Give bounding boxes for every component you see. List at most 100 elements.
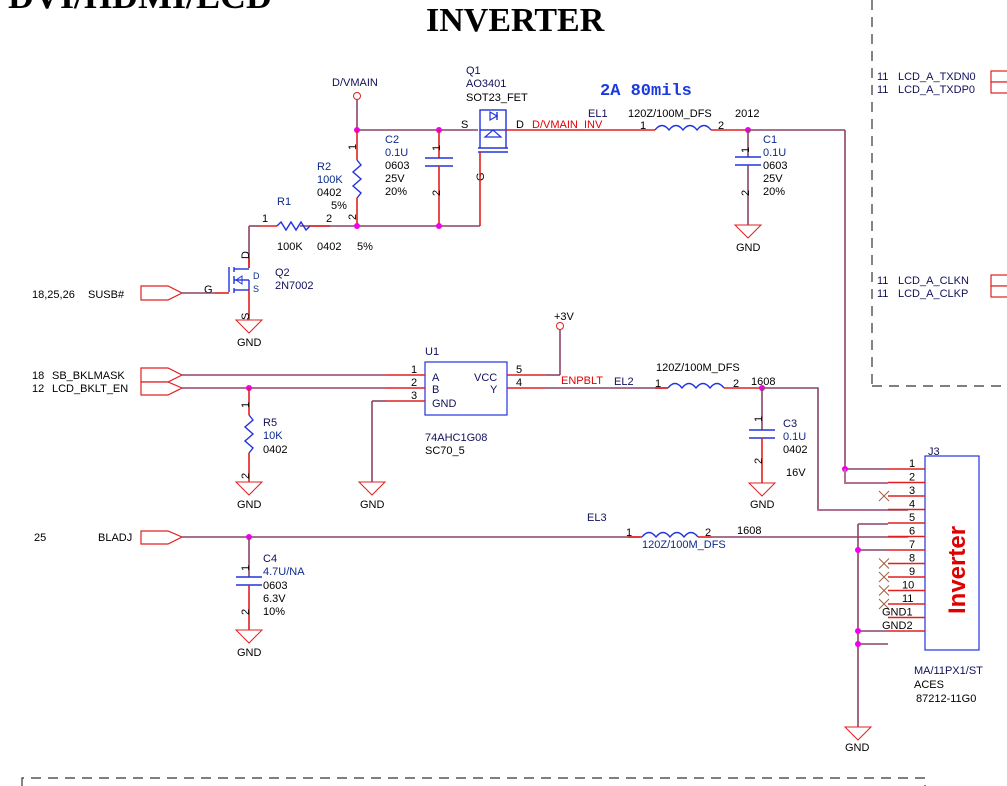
svg-text:GND: GND bbox=[237, 499, 262, 511]
svg-text:100K: 100K bbox=[317, 174, 343, 186]
svg-text:12: 12 bbox=[32, 383, 44, 395]
svg-text:1: 1 bbox=[626, 527, 632, 539]
wire bbox=[844, 469, 888, 484]
ferrite-el2: EL2 120Z/100M_DFS 1608 1 2 bbox=[614, 362, 775, 390]
svg-text:2012: 2012 bbox=[735, 108, 759, 120]
svg-text:4.7U/NA: 4.7U/NA bbox=[263, 566, 305, 578]
svg-text:2: 2 bbox=[705, 527, 711, 539]
junction bbox=[855, 641, 861, 647]
svg-text:Q2: Q2 bbox=[275, 267, 290, 279]
svg-text:J3: J3 bbox=[928, 446, 940, 458]
ground-symbol: GND bbox=[234, 481, 264, 511]
svg-text:LCD_BKLT_EN: LCD_BKLT_EN bbox=[52, 383, 128, 395]
j3-pin-number: 5 bbox=[909, 512, 915, 524]
svg-text:0603: 0603 bbox=[263, 580, 287, 592]
svg-text:2: 2 bbox=[740, 190, 752, 196]
svg-text:MA/11PX1/ST: MA/11PX1/ST bbox=[914, 665, 983, 677]
svg-text:G: G bbox=[204, 284, 213, 296]
svg-text:1: 1 bbox=[240, 565, 252, 571]
j3-pin-number: 6 bbox=[909, 526, 915, 538]
no-connect-mark bbox=[878, 585, 890, 596]
resistor-r2: 1 2 R2 100K 0402 5% bbox=[317, 130, 363, 226]
net-dvmain-inv: D/VMAIN_INV bbox=[532, 119, 603, 131]
junction bbox=[855, 547, 861, 553]
svg-text:20%: 20% bbox=[385, 186, 407, 198]
svg-text:10K: 10K bbox=[263, 430, 283, 442]
svg-text:SOT23_FET: SOT23_FET bbox=[466, 92, 528, 104]
svg-text:R2: R2 bbox=[317, 161, 331, 173]
svg-text:1: 1 bbox=[740, 147, 752, 153]
mosfet-q2: D D S S G Q2 2N7002 bbox=[204, 226, 314, 320]
svg-text:SB_BKLMASK: SB_BKLMASK bbox=[52, 370, 125, 382]
svg-text:C4: C4 bbox=[263, 553, 277, 565]
svg-text:10%: 10% bbox=[263, 606, 285, 618]
svg-text:20%: 20% bbox=[763, 186, 785, 198]
svg-text:1: 1 bbox=[753, 416, 765, 422]
j3-pin-number: 1 bbox=[909, 458, 915, 470]
mosfet-q1: Q1 AO3401 SOT23_FET S D G bbox=[461, 65, 540, 226]
svg-text:0402: 0402 bbox=[317, 241, 341, 253]
svg-text:LCD_A_TXDN0: LCD_A_TXDN0 bbox=[898, 71, 976, 83]
svg-text:2: 2 bbox=[326, 213, 332, 225]
svg-text:5%: 5% bbox=[357, 241, 373, 253]
svg-text:Y: Y bbox=[490, 384, 498, 396]
svg-text:C2: C2 bbox=[385, 134, 399, 146]
svg-text:1608: 1608 bbox=[751, 376, 775, 388]
svg-text:B: B bbox=[432, 384, 439, 396]
svg-text:2N7002: 2N7002 bbox=[275, 280, 314, 292]
no-connect-mark bbox=[878, 571, 890, 583]
svg-text:D: D bbox=[240, 251, 252, 259]
net-dvmain: D/VMAIN bbox=[332, 77, 378, 130]
junction bbox=[436, 223, 442, 229]
svg-text:R1: R1 bbox=[277, 196, 291, 208]
svg-text:AO3401: AO3401 bbox=[466, 78, 506, 90]
svg-text:25V: 25V bbox=[763, 173, 783, 185]
svg-text:0.1U: 0.1U bbox=[783, 431, 806, 443]
svg-text:LCD_A_CLKN: LCD_A_CLKN bbox=[898, 275, 969, 287]
capacitor-c1: 1 2 C1 0.1U 0603 25V 20% bbox=[735, 130, 787, 225]
svg-text:120Z/100M_DFS: 120Z/100M_DFS bbox=[656, 362, 740, 374]
no-connect-mark bbox=[878, 598, 890, 610]
ferrite-el1: EL1 120Z/100M_DFS 2012 1 2 bbox=[588, 108, 759, 132]
logic-gate-u1: U1 1 2 3 A B GND VCC Y 5 4 74AHC1G08 SC7… bbox=[371, 346, 546, 482]
svg-text:0402: 0402 bbox=[783, 444, 807, 456]
capacitor-c3: 1 2 C3 0.1U 0402 16V bbox=[749, 388, 807, 483]
svg-text:25V: 25V bbox=[385, 173, 405, 185]
connector-label: Inverter bbox=[944, 526, 971, 614]
svg-text:EL3: EL3 bbox=[587, 512, 607, 524]
svg-text:16V: 16V bbox=[786, 467, 806, 479]
svg-text:R5: R5 bbox=[263, 417, 277, 429]
svg-text:VCC: VCC bbox=[474, 372, 497, 384]
svg-text:0603: 0603 bbox=[385, 160, 409, 172]
svg-text:GND: GND bbox=[750, 499, 775, 511]
svg-text:S: S bbox=[461, 119, 468, 131]
svg-text:1: 1 bbox=[640, 120, 646, 132]
svg-text:GND: GND bbox=[736, 242, 761, 254]
port-sb-bklmask: 18 SB_BKLMASK bbox=[32, 367, 184, 383]
svg-text:1: 1 bbox=[655, 378, 661, 390]
svg-text:1: 1 bbox=[431, 145, 443, 151]
port-lcd-a-clkp: 11 LCD_A_CLKP bbox=[877, 285, 1007, 300]
capacitor-c4: 1 2 C4 4.7U/NA 0603 6.3V 10% bbox=[236, 537, 305, 630]
svg-text:EL2: EL2 bbox=[614, 376, 634, 388]
svg-text:100K: 100K bbox=[277, 241, 303, 253]
section-title: INVERTER bbox=[426, 2, 605, 39]
svg-text:BLADJ: BLADJ bbox=[98, 532, 132, 544]
j3-pin-number: 9 bbox=[909, 566, 915, 578]
svg-text:EL1: EL1 bbox=[588, 108, 608, 120]
svg-text:2: 2 bbox=[240, 473, 252, 479]
no-connect-mark bbox=[878, 558, 890, 569]
ground-symbol: GND bbox=[357, 481, 387, 511]
svg-text:GND: GND bbox=[845, 742, 870, 754]
svg-text:120Z/100M_DFS: 120Z/100M_DFS bbox=[628, 108, 712, 120]
port-lcd-a-txdn0: 11 LCD_A_TXDN0 bbox=[877, 70, 1007, 83]
svg-text:G: G bbox=[475, 172, 487, 181]
j3-pin-number: 10 bbox=[902, 580, 914, 592]
svg-text:4: 4 bbox=[516, 377, 522, 389]
svg-text:0402: 0402 bbox=[317, 187, 341, 199]
svg-text:ACES: ACES bbox=[914, 679, 944, 691]
svg-text:SUSB#: SUSB# bbox=[88, 289, 125, 301]
no-connect-mark bbox=[878, 490, 890, 502]
port-susb: 18,25,26 SUSB# bbox=[32, 285, 215, 301]
